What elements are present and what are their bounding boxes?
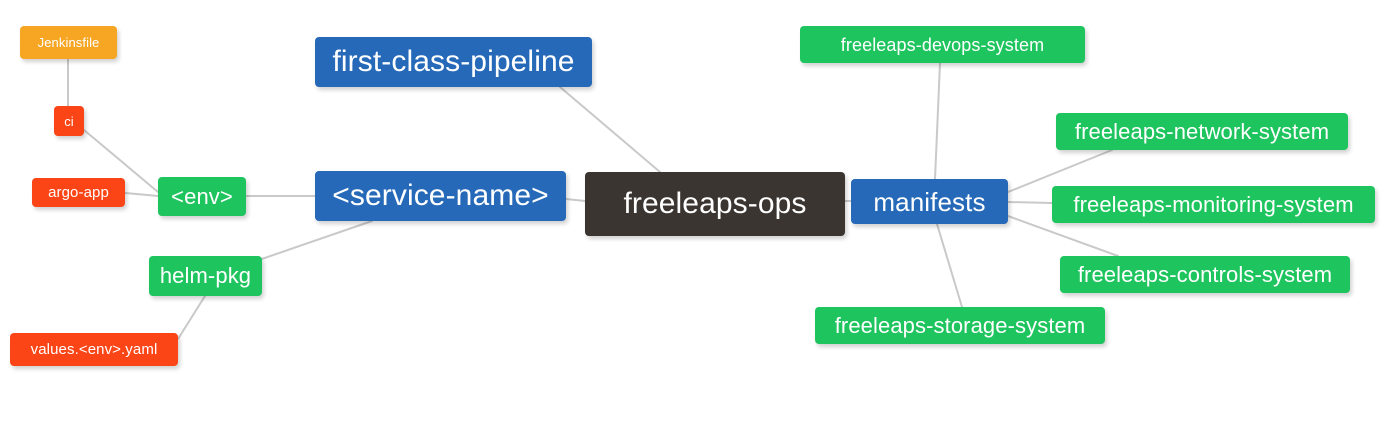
node-manifests[interactable]: manifests (851, 179, 1008, 224)
edge-helm-pkg-to-service-name (252, 220, 373, 263)
edge-values-yaml-to-helm-pkg (177, 295, 206, 340)
node-freeleaps-ops[interactable]: freeleaps-ops (585, 172, 845, 236)
node-ci[interactable]: ci (54, 106, 84, 136)
node-controls-system[interactable]: freeleaps-controls-system (1060, 256, 1350, 293)
node-label: <service-name> (332, 179, 549, 212)
node-service-name[interactable]: <service-name> (315, 171, 566, 221)
node-monitoring-system[interactable]: freeleaps-monitoring-system (1052, 186, 1375, 223)
node-label: <env> (171, 183, 233, 209)
edge-manifests-to-storage-system (936, 223, 963, 308)
node-label: freeleaps-controls-system (1077, 261, 1333, 287)
edge-first-class-pipeline-to-freeleaps-ops (559, 86, 661, 173)
node-storage-system[interactable]: freeleaps-storage-system (815, 307, 1105, 344)
node-label: values.<env>.yaml (30, 341, 158, 358)
node-env[interactable]: <env> (158, 177, 246, 216)
node-label: freeleaps-storage-system (834, 312, 1086, 338)
node-jenkinsfile[interactable]: Jenkinsfile (20, 26, 117, 59)
node-label: ci (64, 113, 74, 129)
node-label: freeleaps-devops-system (840, 34, 1045, 55)
edge-argo-app-to-env (124, 192, 159, 197)
edge-manifests-to-devops-system (934, 62, 941, 180)
node-helm-pkg[interactable]: helm-pkg (149, 256, 262, 296)
node-label: argo-app (48, 184, 109, 201)
node-label: freeleaps-monitoring-system (1073, 191, 1354, 217)
node-label: freeleaps-ops (623, 187, 807, 220)
node-values-yaml[interactable]: values.<env>.yaml (10, 333, 178, 366)
edge-manifests-to-monitoring-system (1007, 201, 1053, 204)
node-label: Jenkinsfile (37, 35, 100, 50)
node-label: first-class-pipeline (332, 45, 575, 78)
node-devops-system[interactable]: freeleaps-devops-system (800, 26, 1085, 63)
node-label: manifests (873, 186, 986, 217)
node-network-system[interactable]: freeleaps-network-system (1056, 113, 1348, 150)
node-label: freeleaps-network-system (1074, 118, 1330, 144)
node-label: helm-pkg (159, 263, 252, 288)
node-argo-app[interactable]: argo-app (32, 178, 125, 207)
node-first-class-pipeline[interactable]: first-class-pipeline (315, 37, 592, 87)
edge-service-name-to-freeleaps-ops (565, 198, 586, 202)
